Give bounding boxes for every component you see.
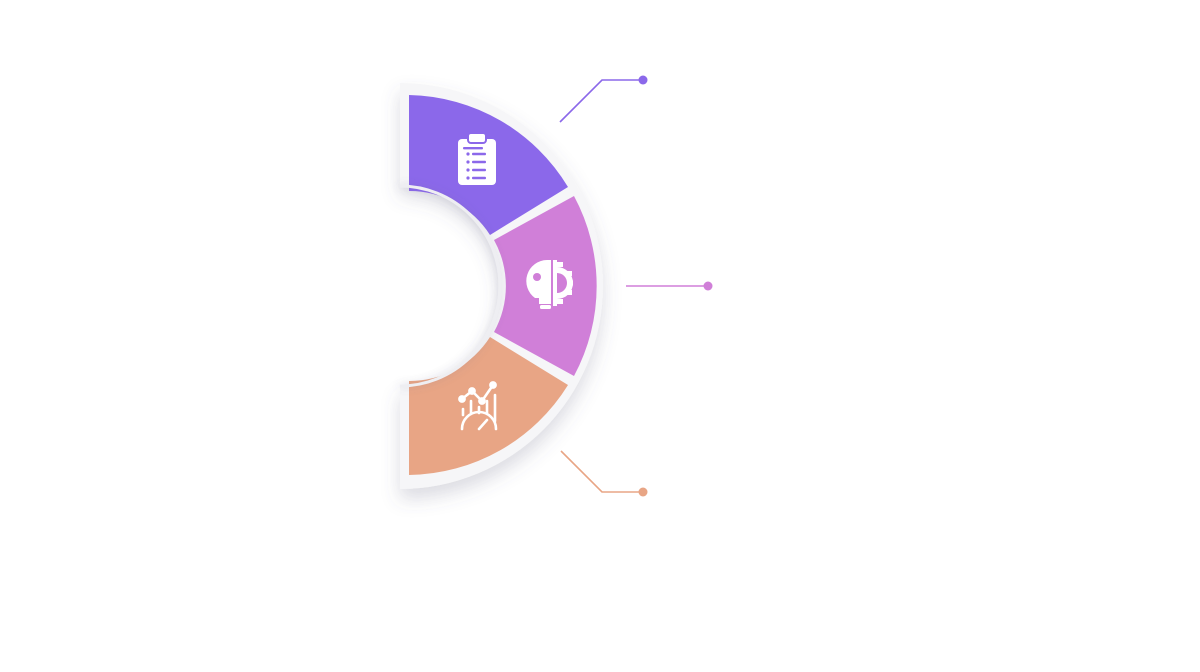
clipboard-list-icon xyxy=(458,132,496,185)
chart-gauge-icon xyxy=(458,381,498,431)
lightbulb-gear-icon xyxy=(526,260,573,309)
segment-analytics[interactable] xyxy=(409,337,568,475)
connector-dot-ideas xyxy=(703,281,713,291)
connector-ideas xyxy=(626,281,713,291)
connector-analytics xyxy=(560,450,648,497)
connector-dot-analytics xyxy=(638,487,648,497)
connector-planning xyxy=(559,75,648,123)
connector-dot-planning xyxy=(638,75,648,85)
ring-inner-edge xyxy=(399,184,502,388)
